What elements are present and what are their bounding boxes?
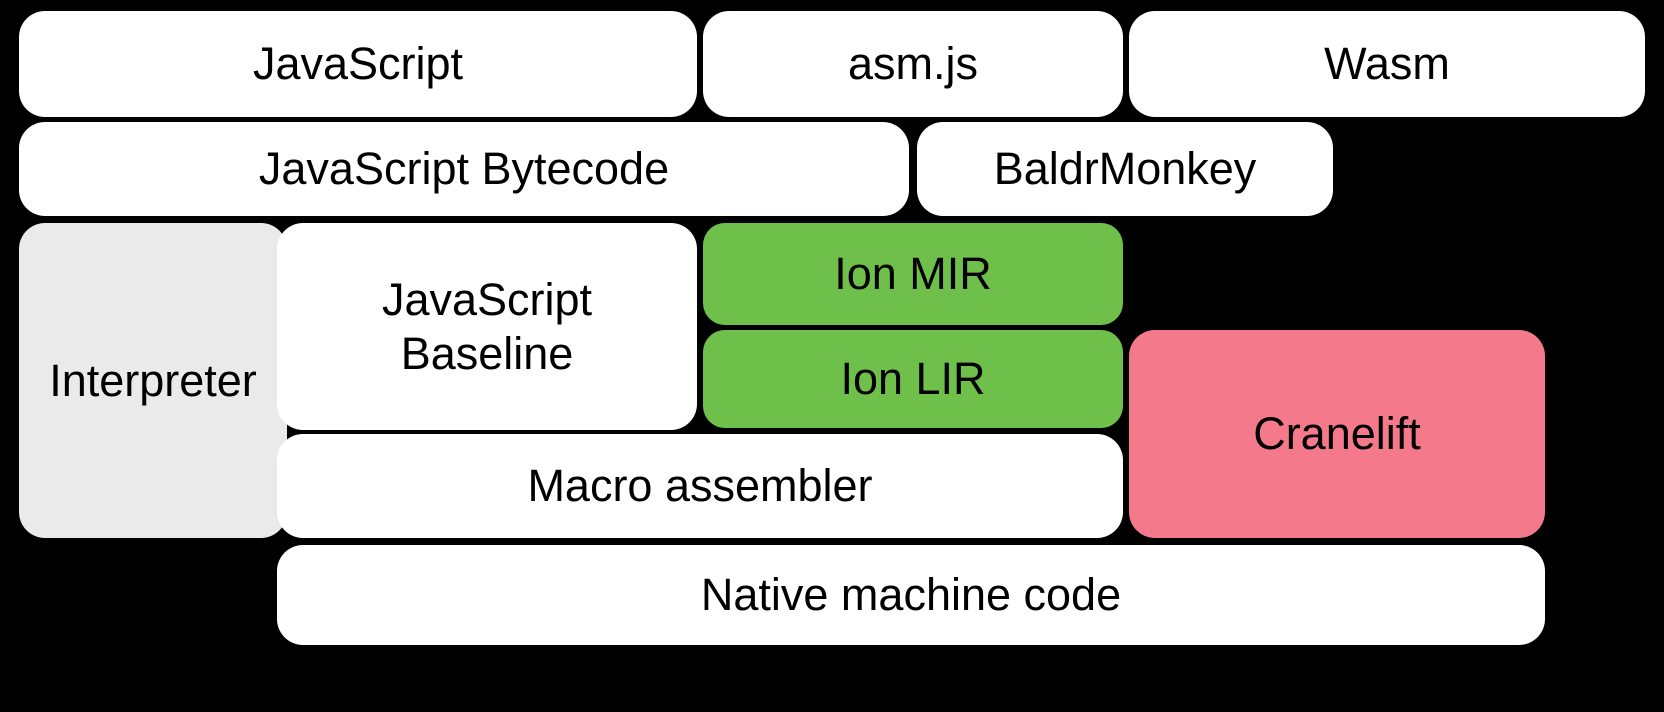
node-macro-assembler[interactable]: Macro assembler bbox=[277, 434, 1123, 538]
node-native-machine-code[interactable]: Native machine code bbox=[277, 545, 1545, 645]
node-ion-mir[interactable]: Ion MIR bbox=[703, 223, 1123, 325]
node-cranelift[interactable]: Cranelift bbox=[1129, 330, 1545, 538]
node-baldrmonkey[interactable]: BaldrMonkey bbox=[917, 122, 1333, 216]
node-javascript-baseline[interactable]: JavaScript Baseline bbox=[277, 223, 697, 430]
node-asm-js[interactable]: asm.js bbox=[703, 11, 1123, 117]
node-interpreter[interactable]: Interpreter bbox=[19, 223, 287, 538]
node-ion-lir[interactable]: Ion LIR bbox=[703, 330, 1123, 428]
node-javascript-bytecode[interactable]: JavaScript Bytecode bbox=[19, 122, 909, 216]
node-wasm[interactable]: Wasm bbox=[1129, 11, 1645, 117]
node-javascript[interactable]: JavaScript bbox=[19, 11, 697, 117]
